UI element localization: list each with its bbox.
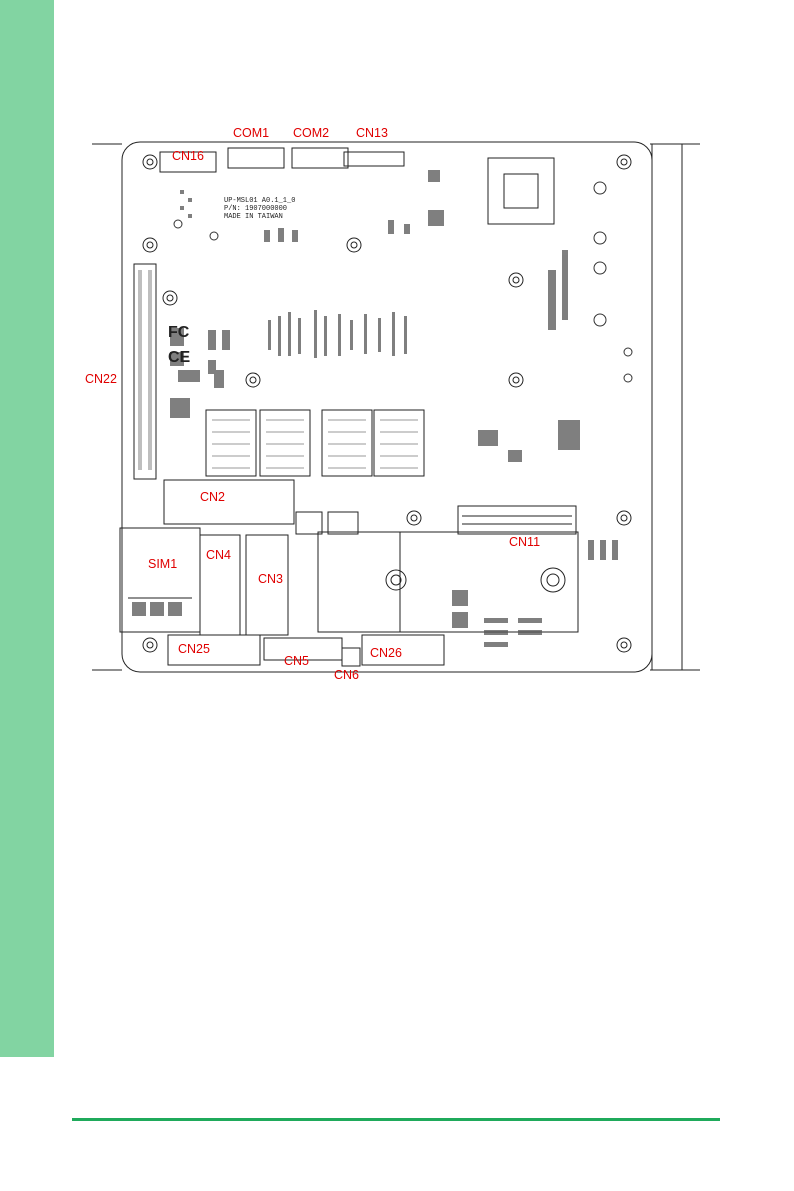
silkscreen-line-1: UP-MSL01 A0.1_1_0 — [224, 197, 295, 205]
label-cn22: CN22 — [85, 373, 117, 386]
label-cn4: CN4 — [206, 549, 231, 562]
fc-mark: FC — [168, 324, 190, 341]
silkscreen-line-2: P/N: 1907000000 — [224, 205, 287, 213]
label-cn3: CN3 — [258, 573, 283, 586]
label-cn13: CN13 — [356, 127, 388, 140]
ce-mark: CE — [168, 349, 191, 366]
label-cn2: CN2 — [200, 491, 225, 504]
silkscreen-line-3: MADE IN TAIWAN — [224, 213, 283, 221]
label-sim1: SIM1 — [148, 558, 177, 571]
label-com1: COM1 — [233, 127, 269, 140]
footer-rule — [72, 1118, 720, 1121]
label-cn5: CN5 — [284, 655, 309, 668]
label-cn26: CN26 — [370, 647, 402, 660]
label-cn11: CN11 — [509, 536, 540, 549]
label-com2: COM2 — [293, 127, 329, 140]
pcb-layout-diagram: FC CE UP-MSL01 A0.1_1_0 P/N: 1907000000 … — [88, 120, 704, 680]
label-cn6: CN6 — [334, 669, 359, 682]
label-cn16: CN16 — [172, 150, 204, 163]
chapter-side-tab — [0, 0, 54, 1057]
board-drawing: FC CE UP-MSL01 A0.1_1_0 P/N: 1907000000 … — [88, 120, 704, 680]
label-cn25: CN25 — [178, 643, 210, 656]
